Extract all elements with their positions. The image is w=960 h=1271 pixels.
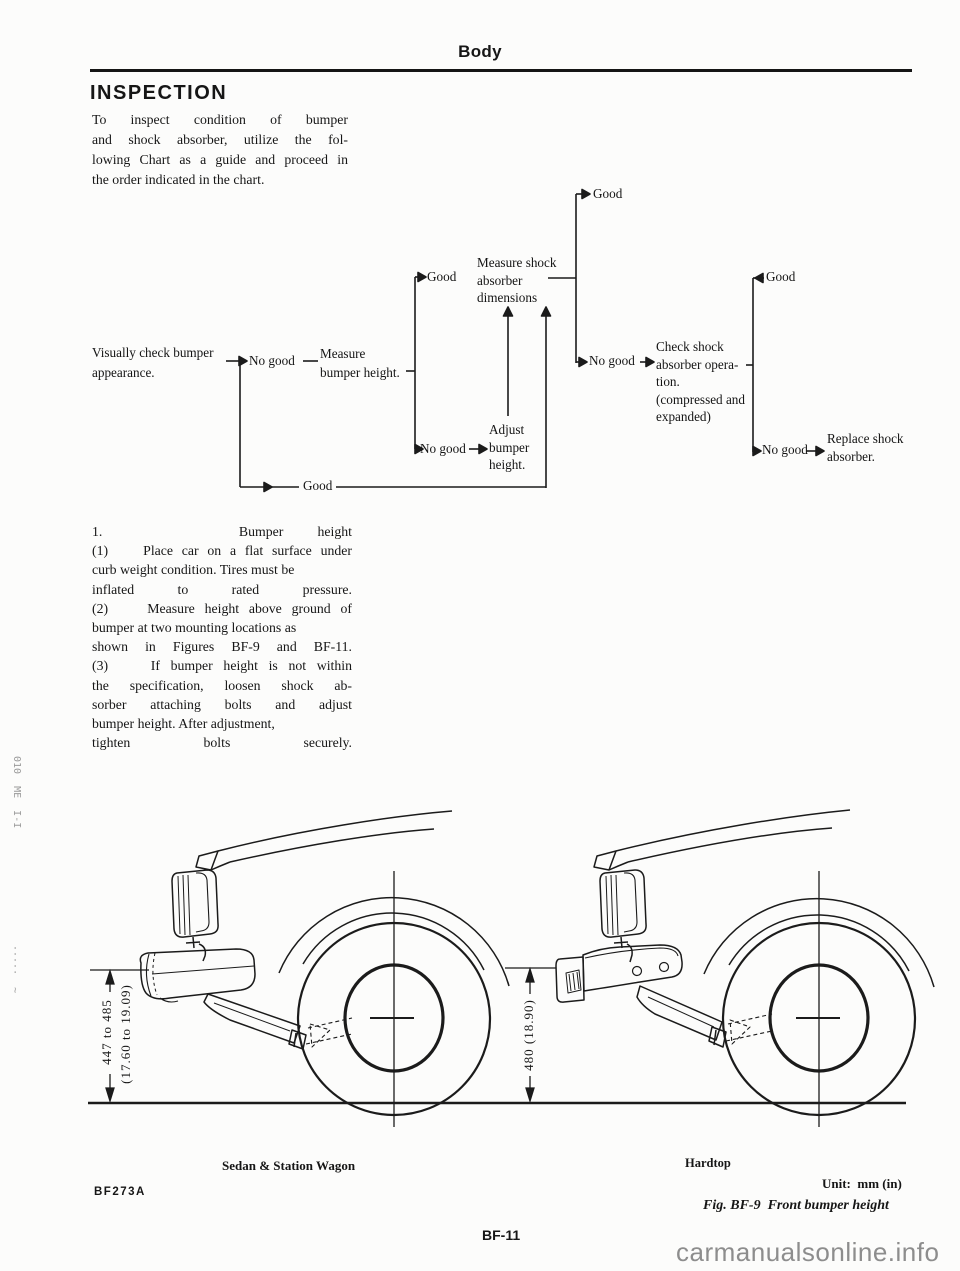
- flow-node-measure-bumper: Measure bumper height.: [320, 346, 400, 380]
- procedure-line: bumper height. After adjustment,: [92, 716, 275, 732]
- fender-arc-inner: [302, 912, 485, 971]
- bumper-end-cap: [555, 956, 585, 1003]
- bumper: [582, 944, 683, 992]
- page-header-title: Body: [458, 42, 502, 61]
- sedan-drawing: [139, 810, 510, 1127]
- front-wheel-rim: [768, 963, 870, 1073]
- hood-nose: [195, 850, 219, 871]
- hood-line: [217, 810, 453, 852]
- flow-label-good-shock-op: Good: [766, 269, 796, 284]
- hood-nose: [593, 850, 617, 871]
- bumper: [139, 948, 256, 1000]
- bumper-arm: [203, 993, 301, 1044]
- bumper-bracket: [613, 936, 633, 963]
- front-wheel-tire: [296, 921, 492, 1117]
- procedure-list: 1. Bumper height (1) Place car on a flat …: [92, 522, 352, 752]
- arm-foot: [708, 1026, 727, 1048]
- fender-arc-outer: [278, 896, 510, 987]
- procedure-line: curb weight condition. Tires must be: [92, 562, 295, 578]
- procedure-line: shown in Figures BF-9 and BF-11.: [92, 639, 352, 655]
- hidden-lines: [725, 1013, 773, 1042]
- hood-line: [229, 828, 435, 863]
- flow-label-no-good-bumper: No good: [420, 441, 466, 456]
- header-rule: [90, 69, 912, 72]
- fender-arc-inner: [728, 914, 910, 972]
- flow-node-adjust-bumper: Adjust bumper height.: [489, 422, 530, 472]
- bumper-arm: [636, 985, 723, 1041]
- procedure-line: the specification, loosen shock ab-: [92, 677, 352, 693]
- flow-label-no-good-shock-op: No good: [762, 442, 808, 457]
- hardtop-caption: Hardtop: [685, 1156, 731, 1170]
- procedure-line: 1. Bumper height: [92, 524, 352, 539]
- margin-print-mark-1: 010 ME I-I: [11, 756, 22, 829]
- procedure-line: sorber attaching bolts and adjust: [92, 696, 352, 712]
- section-title: INSPECTION: [90, 82, 228, 104]
- margin-print-mark-2: ····· ~: [9, 945, 20, 994]
- flow-node-visual-check: Visually check bumper appearance.: [92, 345, 214, 380]
- flow-label-good-return: Good: [299, 478, 337, 494]
- headlight: [599, 869, 647, 938]
- flow-node-replace-shock: Replace shock absorber.: [827, 431, 904, 464]
- procedure-line: tighten bolts securely.: [92, 735, 352, 751]
- figure-caption: Fig. BF-9 Front bumper height: [703, 1198, 889, 1213]
- intro-line: and shock absorber, utilize the fol-: [92, 132, 348, 147]
- front-wheel-rim: [343, 963, 445, 1073]
- arm-foot: [288, 1029, 307, 1050]
- sedan-caption: Sedan & Station Wagon: [222, 1158, 356, 1173]
- page-number: BF-11: [482, 1227, 521, 1243]
- photo-code: BF273A: [94, 1186, 146, 1198]
- front-wheel-tire: [721, 921, 917, 1117]
- sedan-height-in-label: (17.60 to 19.09): [118, 984, 133, 1084]
- intro-line: lowing Chart as a guide and proceed in: [92, 152, 348, 167]
- bumper-bolt: [658, 961, 670, 973]
- fender-arc-outer: [703, 897, 935, 988]
- procedure-line: inflated to rated pressure.: [92, 581, 352, 597]
- flow-node-check-shock: Check shock absorber opera- tion. (compr…: [656, 339, 745, 425]
- intro-line: To inspect condition of bumper: [92, 112, 348, 127]
- hardtop-drawing: [555, 809, 935, 1127]
- intro-line: the order indicated in the chart.: [92, 172, 265, 187]
- flow-label-no-good-shock-dim: No good: [589, 353, 635, 368]
- bumper-bracket: [185, 936, 207, 962]
- intro-paragraph: To inspect condition of bumper and shock …: [92, 110, 348, 190]
- bumper-bolt: [631, 965, 643, 977]
- hood-line: [615, 809, 851, 852]
- headlight: [171, 869, 219, 938]
- sedan-height-mm-label: 447 to 485: [99, 999, 114, 1065]
- flow-node-measure-shock: Measure shock absorber dimensions: [477, 255, 557, 305]
- procedure-line: (3) If bumper height is not within: [92, 658, 352, 674]
- hardtop-height-label: 480 (18.90): [521, 999, 536, 1071]
- procedure-line: bumper at two mounting locations as: [92, 620, 297, 636]
- procedure-line: (1) Place car on a flat surface under: [92, 543, 352, 559]
- hood-line: [627, 827, 833, 863]
- watermark: carmanualsonline.info: [676, 1237, 940, 1267]
- flow-label-good-shock-dim: Good: [593, 186, 623, 201]
- dimension-lines: [90, 966, 556, 1104]
- hidden-lines: [305, 1017, 353, 1045]
- procedure-line: (2) Measure height above ground of: [92, 600, 352, 616]
- flow-label-good-bumper: Good: [427, 269, 457, 284]
- unit-note: Unit: mm (in): [822, 1176, 902, 1191]
- flow-label-no-good-1: No good: [249, 353, 295, 368]
